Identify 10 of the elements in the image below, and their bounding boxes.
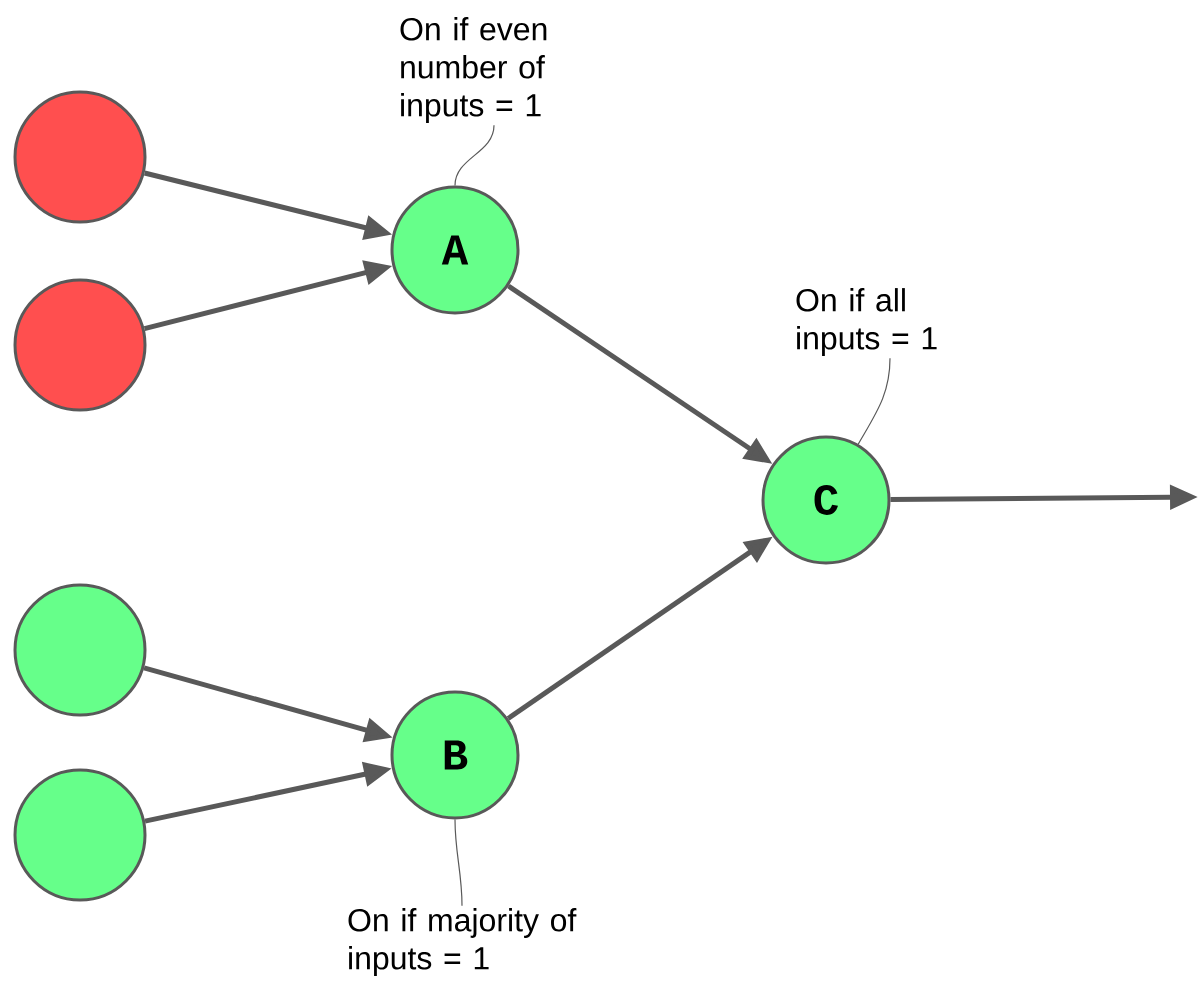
callout-text: On if all inputs = 1	[796, 288, 937, 356]
callout-text: On if majority of inputs = 1	[348, 908, 577, 976]
input-circle	[13, 768, 147, 902]
input-circle	[13, 90, 147, 224]
callout-text: On if even number of inputs = 1	[400, 17, 547, 123]
leader-line	[454, 124, 495, 187]
input-circle	[13, 278, 147, 412]
leader-line	[857, 357, 891, 445]
leader-line	[454, 818, 463, 907]
input-circle	[13, 583, 147, 717]
